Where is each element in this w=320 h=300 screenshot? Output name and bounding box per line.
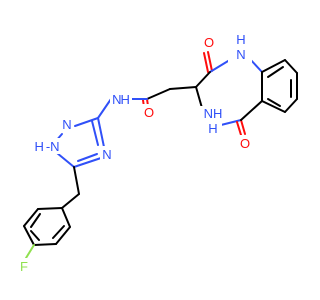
bond-tz-3	[56, 152, 75, 168]
atom-n-top: N	[236, 47, 245, 62]
bond-ar-4	[284, 98, 298, 113]
bond-tz-4b	[77, 153, 98, 162]
atom-n-triazole-nh: H-N	[34, 139, 59, 154]
atom-o-ketone-top: O	[204, 35, 214, 50]
bond-tz-5	[97, 117, 105, 148]
bond-ch2	[169, 86, 197, 90]
bond-fp-2	[55, 226, 71, 245]
bond-c2-c3	[195, 71, 211, 88]
bond-c-f	[25, 244, 35, 259]
bond-benzyl-c	[61, 193, 80, 209]
bond-fp-in-3	[30, 230, 40, 241]
bond-tz-5b	[91, 120, 99, 146]
bond-c5-o-2	[236, 121, 242, 136]
bond-benzyl-ch2	[73, 166, 80, 195]
bond-ar-5	[261, 100, 286, 113]
bond-fp-in-2	[30, 213, 41, 228]
bond-ar-2	[284, 59, 298, 74]
atom-o-amide: O	[144, 105, 154, 120]
atom-n-ring-left: NH	[204, 106, 223, 121]
bond-fp-3	[33, 243, 57, 246]
atom-amide-nh: NH	[112, 92, 130, 107]
bond-c3-n4	[195, 86, 203, 109]
atom-n-triazole-top: N	[62, 117, 71, 132]
bond-n-triazole	[97, 98, 112, 119]
bond-n4-c5	[220, 119, 242, 126]
bond-ar-in-3	[267, 98, 281, 107]
bond-fp-6	[37, 207, 63, 210]
bond-ketone-co-2	[203, 52, 209, 73]
bond-ketone-co	[207, 51, 213, 72]
bond-tz-1	[74, 117, 99, 127]
atom-label-layer: O H N NH O NH H O N H-N N F	[18, 32, 252, 274]
bond-fp-4	[23, 225, 35, 246]
bond-c5-ar	[240, 100, 263, 121]
bond-fp-5	[23, 208, 39, 227]
bond-ar-1	[261, 59, 286, 73]
atom-h-ring-left: H	[208, 121, 217, 136]
bond-ar-in-1	[267, 66, 284, 78]
atom-o-lactam: O	[240, 136, 250, 151]
bond-fp-1	[61, 207, 71, 228]
atom-n-triazole-right: N	[102, 147, 111, 162]
bond-tz-4	[73, 157, 102, 168]
molecule-structure: O H N NH O NH H O N H-N N F	[18, 32, 298, 274]
atom-h-top: H	[236, 32, 245, 47]
bond-ch2-c	[146, 88, 171, 100]
bond-layer	[23, 51, 298, 259]
bond-fp-in-1	[52, 225, 65, 239]
bond-c5-o	[240, 119, 246, 135]
atom-f: F	[20, 259, 28, 274]
